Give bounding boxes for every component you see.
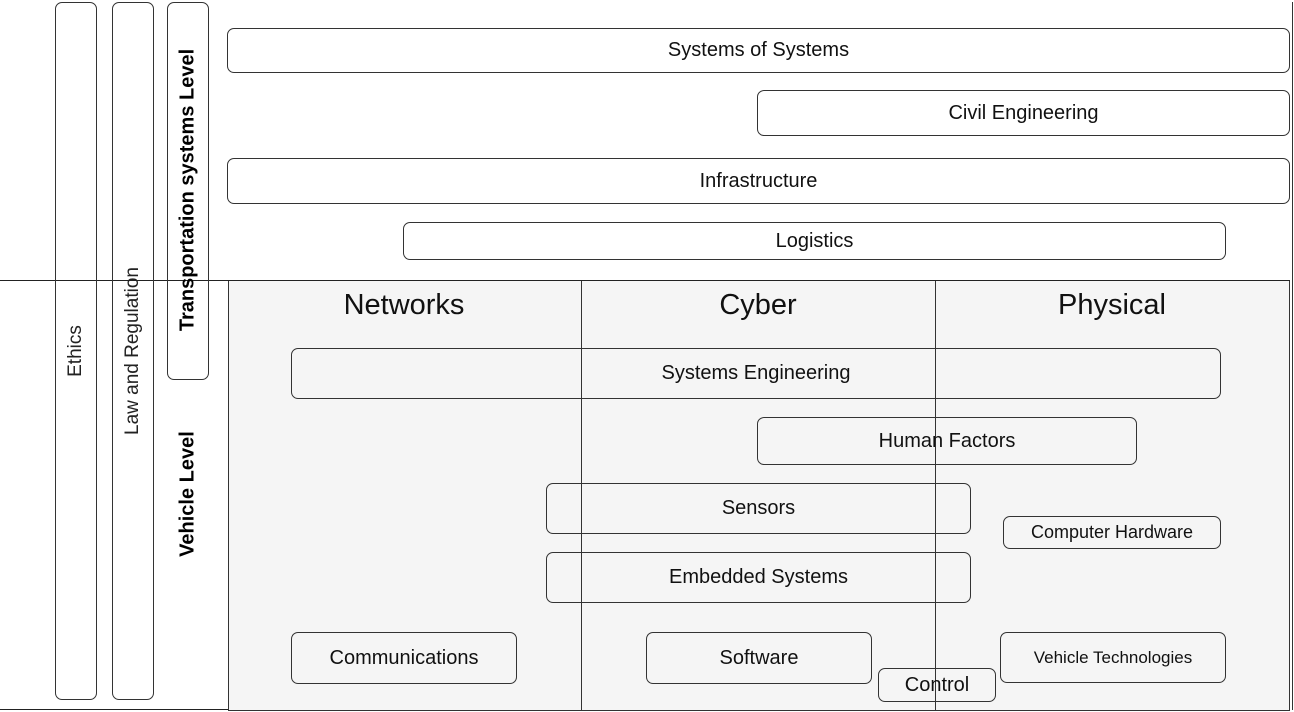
computer-hardware-label: Computer Hardware — [1030, 522, 1194, 542]
control-label: Control — [904, 673, 970, 696]
systems-of-systems-box: Systems of Systems — [227, 28, 1290, 73]
vehicle-level-panel — [228, 281, 1290, 711]
transport-level-column — [167, 2, 209, 380]
communications-box: Communications — [291, 632, 517, 684]
divider-cyber-physical — [935, 281, 936, 711]
sensors-label: Sensors — [721, 497, 796, 519]
bottom-divider — [0, 709, 228, 710]
human-factors-label: Human Factors — [878, 429, 1016, 452]
embedded-systems-box: Embedded Systems — [546, 552, 971, 603]
transport-level-label: Transportation systems Level — [176, 48, 199, 332]
law-column — [112, 2, 154, 700]
ethics-column — [55, 2, 97, 700]
human-factors-box: Human Factors — [757, 417, 1137, 465]
column-header-networks: Networks — [343, 289, 465, 321]
logistics-label: Logistics — [775, 229, 854, 252]
ethics-label: Ethics — [65, 325, 86, 377]
panel-right-edge — [1292, 2, 1293, 710]
civil-engineering-label: Civil Engineering — [948, 101, 1099, 124]
level-divider — [0, 280, 1290, 281]
systems-engineering-label: Systems Engineering — [661, 362, 851, 384]
software-box: Software — [646, 632, 872, 684]
vehicle-level-label: Vehicle Level — [176, 431, 199, 557]
systems-engineering-box: Systems Engineering — [291, 348, 1221, 399]
column-header-cyber: Cyber — [719, 289, 797, 321]
logistics-box: Logistics — [403, 222, 1226, 260]
communications-label: Communications — [329, 646, 479, 669]
law-label: Law and Regulation — [122, 267, 143, 435]
divider-networks-cyber — [581, 281, 582, 711]
systems-of-systems-label: Systems of Systems — [667, 39, 850, 61]
control-box: Control — [878, 668, 996, 702]
embedded-systems-label: Embedded Systems — [669, 566, 848, 588]
infrastructure-box: Infrastructure — [227, 158, 1290, 204]
column-header-physical: Physical — [1058, 289, 1166, 321]
sensors-box: Sensors — [546, 483, 971, 534]
software-label: Software — [719, 646, 799, 669]
vehicle-technologies-box: Vehicle Technologies — [1000, 632, 1226, 683]
infrastructure-label: Infrastructure — [699, 169, 818, 192]
vehicle-technologies-label: Vehicle Technologies — [1033, 647, 1193, 667]
civil-engineering-box: Civil Engineering — [757, 90, 1290, 136]
computer-hardware-box: Computer Hardware — [1003, 516, 1221, 549]
